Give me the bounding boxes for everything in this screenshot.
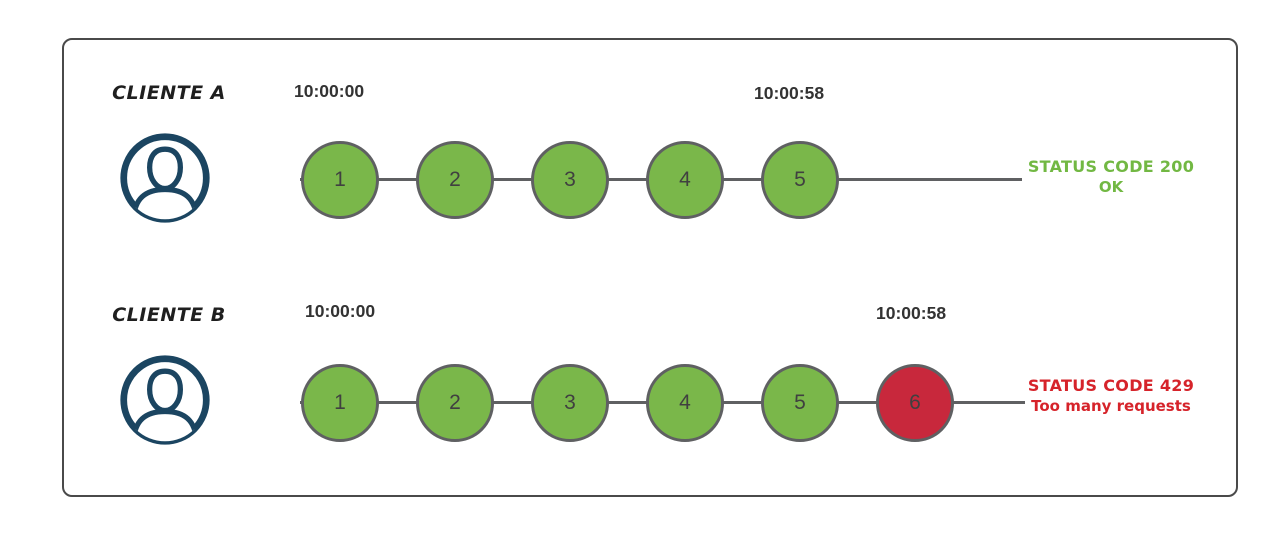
- request-circle-2: 2: [416, 364, 494, 442]
- client-b-label: CLIENTE B: [112, 304, 226, 326]
- client-b-start-timestamp: 10:00:00: [305, 301, 376, 321]
- request-circle-4: 4: [646, 364, 724, 442]
- request-circle-2: 2: [416, 141, 494, 219]
- request-circle-6: 6: [876, 364, 954, 442]
- user-avatar-icon: [117, 352, 213, 448]
- request-circle-5: 5: [761, 141, 839, 219]
- request-circle-3: 3: [531, 364, 609, 442]
- request-circle-1: 1: [301, 364, 379, 442]
- client-a-status-code: STATUS CODE 200: [1027, 157, 1195, 176]
- request-circle-3: 3: [531, 141, 609, 219]
- request-circle-5: 5: [761, 364, 839, 442]
- client-a-status-detail: OK: [1098, 178, 1124, 196]
- client-b-status-code: STATUS CODE 429: [1027, 376, 1195, 395]
- client-a-start-timestamp: 10:00:00: [294, 81, 365, 101]
- client-b-end-timestamp: 10:00:58: [876, 303, 947, 323]
- client-b-status-message: STATUS CODE 429 Too many requests: [1006, 375, 1216, 417]
- request-circle-4: 4: [646, 141, 724, 219]
- client-a-status-message: STATUS CODE 200 OK: [1006, 156, 1216, 198]
- user-avatar-icon: [117, 130, 213, 226]
- client-a-label: CLIENTE A: [112, 82, 226, 104]
- request-circle-1: 1: [301, 141, 379, 219]
- client-a-end-timestamp: 10:00:58: [754, 83, 825, 103]
- client-b-status-detail: Too many requests: [1031, 397, 1191, 415]
